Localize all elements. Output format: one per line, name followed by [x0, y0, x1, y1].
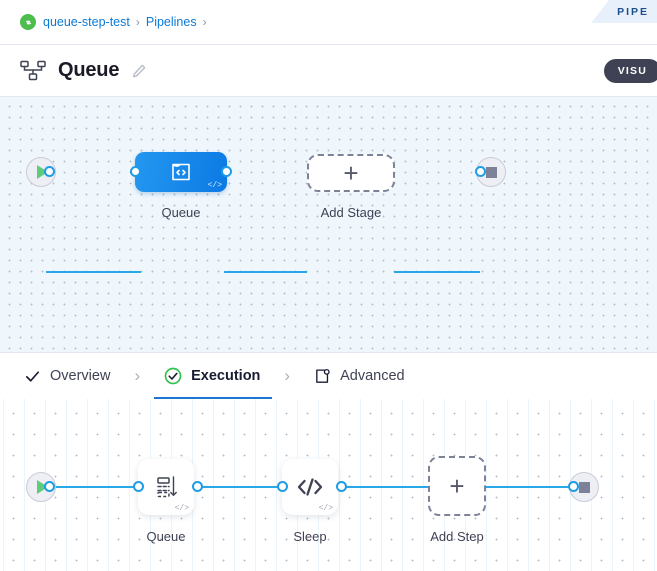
step-end-input-port[interactable]	[568, 481, 579, 492]
stage-node-queue-label: Queue	[161, 205, 201, 220]
breadcrumb-separator-1: ›	[135, 15, 140, 29]
edge-start-to-queue	[46, 271, 141, 273]
step-node-queue[interactable]: </>	[138, 459, 194, 515]
tab-chevron-2: ›	[284, 366, 291, 385]
play-icon	[37, 165, 48, 179]
breadcrumb-item-pipelines[interactable]: Pipelines	[145, 15, 197, 29]
tab-advanced-label: Advanced	[340, 368, 405, 384]
stage-graph-canvas[interactable]: </> Queue + Add Stage	[0, 97, 657, 352]
stage-queue-input-port[interactable]	[130, 166, 141, 177]
play-icon	[37, 480, 48, 494]
tab-chevron-1: ›	[134, 366, 141, 385]
step-queue-output-port[interactable]	[192, 481, 203, 492]
step-graph-canvas[interactable]: </> Queue </> Sleep + Add Step	[0, 399, 657, 571]
edge-start-to-queue-step	[46, 486, 143, 488]
add-stage-label: Add Stage	[320, 205, 382, 220]
stage-node-queue[interactable]: </>	[135, 152, 227, 192]
page-header: Queue VISU	[0, 45, 657, 97]
stage-end-input-port[interactable]	[475, 166, 486, 177]
stage-start-output-port[interactable]	[44, 166, 55, 177]
tab-execution[interactable]: Execution	[154, 353, 273, 400]
add-step-label: Add Step	[430, 529, 484, 544]
edge-queue-step-to-sleep	[195, 486, 288, 488]
stop-icon	[578, 481, 590, 493]
code-slash-icon	[295, 475, 325, 499]
stage-node-code-badge: </>	[207, 181, 222, 190]
check-circle-icon	[164, 367, 182, 385]
tab-overview[interactable]: Overview	[22, 353, 112, 400]
step-node-queue-code-badge: </>	[174, 504, 189, 513]
add-step-button[interactable]: +	[428, 456, 486, 516]
page-title: Queue	[58, 59, 120, 81]
edge-queue-to-add-stage	[224, 271, 307, 273]
step-node-queue-label: Queue	[146, 529, 186, 544]
tab-advanced[interactable]: Advanced	[312, 353, 407, 400]
pencil-icon[interactable]	[131, 63, 147, 79]
stop-icon	[485, 166, 497, 178]
step-node-sleep[interactable]: </>	[282, 459, 338, 515]
step-queue-input-port[interactable]	[133, 481, 144, 492]
visual-mode-badge[interactable]: VISU	[603, 59, 657, 83]
tab-overview-label: Overview	[50, 368, 111, 384]
queue-stack-icon	[152, 473, 180, 501]
check-icon	[24, 368, 41, 385]
pipeline-tabs: Overview › Execution › Advanced	[0, 352, 657, 400]
step-node-sleep-label: Sleep	[293, 529, 327, 544]
plus-icon: +	[449, 471, 465, 501]
add-stage-button[interactable]: +	[307, 154, 395, 192]
stage-queue-output-port[interactable]	[221, 166, 232, 177]
step-sleep-input-port[interactable]	[277, 481, 288, 492]
pipeline-hierarchy-icon	[20, 60, 46, 82]
advanced-gear-box-icon	[314, 368, 331, 385]
plus-icon: +	[343, 158, 359, 188]
tab-execution-label: Execution	[191, 368, 261, 384]
edge-sleep-to-add-step	[338, 486, 431, 488]
breadcrumb-separator-2: ›	[202, 15, 207, 29]
breadcrumb: queue-step-test › Pipelines ›	[0, 0, 657, 45]
step-start-output-port[interactable]	[44, 481, 55, 492]
code-block-icon	[169, 160, 193, 184]
pipeline-ribbon-label: PIPE	[591, 0, 657, 23]
breadcrumb-item-project[interactable]: queue-step-test	[43, 15, 130, 29]
step-sleep-output-port[interactable]	[336, 481, 347, 492]
step-node-sleep-code-badge: </>	[318, 504, 333, 513]
edge-add-stage-to-end	[394, 271, 480, 273]
project-badge-icon	[20, 14, 36, 30]
edge-add-step-to-end	[485, 486, 573, 488]
